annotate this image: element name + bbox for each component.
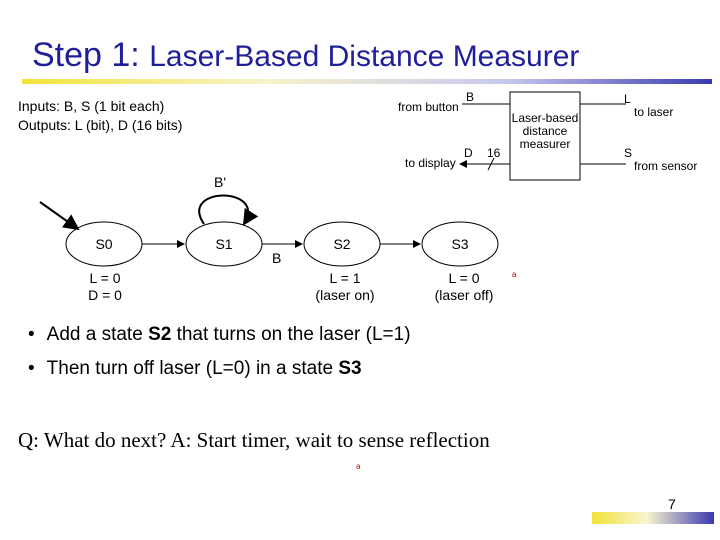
port-d-slash [487, 157, 495, 171]
bullet-item: • Then turn off laser (L=0) in a state S3 [28, 352, 411, 386]
outputs-text: Outputs: L (bit), D (16 bits) [18, 117, 183, 133]
port-s-source: from sensor [634, 159, 698, 173]
slide-title: Step 1: Laser-Based Distance Measurer [32, 36, 579, 75]
state-s2-label: S2 [333, 236, 351, 252]
state-s0-label: S0 [95, 236, 113, 252]
state-s3-circle [421, 221, 499, 267]
bullet-dot: • [28, 358, 35, 379]
title-rest: Laser-Based Distance Measurer [149, 40, 580, 73]
transition-b-label: B [272, 250, 282, 266]
port-d-label: D [464, 146, 473, 160]
s2-output-note: (laser on) [315, 287, 375, 303]
self-loop-label: B' [214, 174, 227, 190]
port-b-label: B [466, 90, 475, 104]
s3-output-note: (laser off) [434, 287, 494, 303]
s2-outputs: L = 1 (laser on) [300, 270, 390, 304]
self-loop-s1 [198, 194, 259, 226]
block-label: Laser-based distance measurer [511, 111, 579, 151]
bullet-2-bold: S3 [338, 358, 362, 379]
s0-output-l: L = 0 [89, 270, 121, 286]
inputs-text: Inputs: B, S (1 bit each) [18, 98, 165, 114]
marker-a-2: a [356, 462, 361, 471]
bullet-1-pre: Add a state [46, 324, 149, 345]
bullet-1-bold: S2 [148, 324, 172, 345]
footer-decoration [592, 512, 714, 524]
bullet-item: • Add a state S2 that turns on the laser … [28, 318, 411, 352]
port-b-source: from button [398, 100, 459, 114]
s3-output-l: L = 0 [448, 270, 480, 286]
state-s3-label: S3 [451, 236, 469, 252]
s3-outputs: L = 0 (laser off) [418, 270, 510, 304]
marker-a-1: a [512, 270, 517, 279]
bullet-1-post: that turns on the laser (L=1) [171, 324, 411, 345]
port-l-label: L [624, 92, 631, 106]
bullet-dot: • [28, 324, 35, 345]
s2-output-l: L = 1 [329, 270, 361, 286]
s0-outputs: L = 0 D = 0 [78, 270, 132, 304]
title-underline-decoration [22, 79, 712, 84]
s0-output-d: D = 0 [88, 287, 122, 303]
qa-text: Q: What do next? A: Start timer, wait to… [18, 428, 490, 452]
page-number: 7 [668, 496, 676, 512]
state-s1-label: S1 [215, 236, 233, 252]
port-d-dest: to display [405, 156, 456, 170]
bullet-2-pre: Then turn off laser (L=0) in a state [46, 358, 339, 379]
port-s-label: S [624, 146, 633, 160]
initial-arrow [39, 201, 80, 231]
block-box [509, 91, 581, 181]
bullet-list: • Add a state S2 that turns on the laser … [28, 318, 411, 386]
io-description: Inputs: B, S (1 bit each) Outputs: L (bi… [18, 97, 182, 135]
title-prefix: Step 1: [32, 36, 140, 74]
port-d-width: 16 [487, 146, 501, 160]
port-l-dest: to laser [634, 105, 674, 119]
